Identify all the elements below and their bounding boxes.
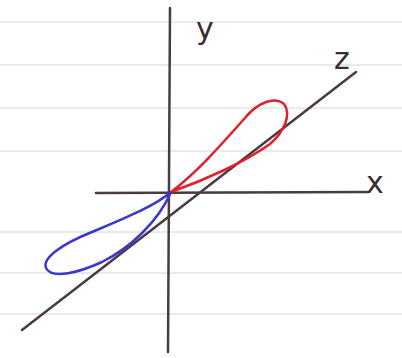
ruled-line bbox=[0, 232, 402, 233]
axis-label: z bbox=[334, 44, 350, 74]
y-axis bbox=[168, 8, 170, 352]
ruled-line bbox=[0, 151, 402, 152]
z-axis bbox=[22, 72, 356, 330]
axis-label: y bbox=[196, 14, 214, 44]
negative-lobe bbox=[45, 192, 171, 274]
positive-lobe bbox=[171, 100, 287, 192]
axis-label: x bbox=[366, 168, 384, 198]
ruled-line bbox=[0, 314, 402, 315]
x-axis bbox=[96, 192, 368, 193]
ruled-line bbox=[0, 108, 402, 109]
ruled-lines bbox=[0, 22, 402, 314]
